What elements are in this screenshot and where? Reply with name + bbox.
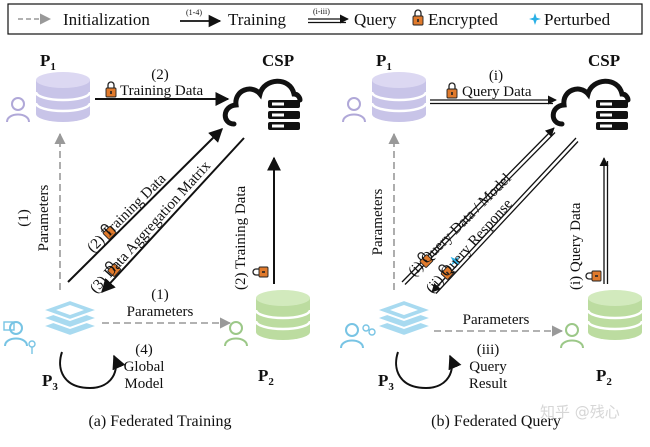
training-step4-line2: Model [124,376,163,392]
legend-training-tag: (1-4) [186,8,202,17]
query-iii-num: (iii) [477,342,500,358]
training-arrow-p3-to-csp [67,128,223,283]
training-caption: (a) Federated Training [88,413,231,430]
query-csp-cloud-server-icon [553,81,628,130]
watermark: 知乎 @残心 [540,403,620,421]
query-p2-user-icon [560,323,584,349]
query-right-group: (i) Query Data [568,202,602,290]
query-right-lock-icon [585,270,602,282]
query-top-num: (i) [489,68,503,84]
training-p1-user-icon [6,97,30,123]
legend-initialization: Initialization [63,10,150,29]
query-left-label: Parameters [370,189,386,256]
training-p2-user-icon [224,321,248,347]
query-top-lock-icon [446,82,458,99]
training-step2-top-label: Training Data [120,83,204,99]
training-step2-right-label: (2) Training Data [233,186,249,291]
training-p1-label: P1 [40,51,56,73]
legend-query: Query [354,10,397,29]
training-step1-left-label: Parameters [36,185,52,252]
query-p2-database-icon [586,288,644,342]
training-p3-stack-icon [41,299,99,337]
training-p2-database-icon [254,288,312,342]
training-arrow-csp-to-p3 [101,137,245,294]
training-step1-left-num: (1) [16,209,32,227]
training-step4-line1: Global [124,359,165,375]
query-csp-label: CSP [588,51,620,70]
query-p3-stack-icon [375,299,433,337]
query-p1-label: P1 [376,51,392,73]
query-arrow-csp-to-p3 [431,137,577,293]
training-step2-top-num: (2) [151,67,169,83]
training-step2-right-lock-icon [252,266,269,278]
query-loop-arrow [395,351,462,390]
training-csp-label: CSP [262,51,294,70]
training-p3-user-icon [3,321,36,354]
legend-perturbed: Perturbed [544,10,611,29]
legend-encrypted: Encrypted [428,10,498,29]
training-p3-label: P3 [42,371,58,393]
panel-federated-training: P1 CSP P2 P3 (2) Training Data (1) Param… [3,51,312,430]
query-p1-database-icon [370,70,428,124]
query-iii-line1: Query [469,359,507,375]
query-right-label: (i) Query Data [568,202,584,290]
training-p2-label: P2 [258,366,274,388]
query-arrow-csp-to-p3-line [435,141,579,294]
query-p1-user-icon [342,97,366,123]
training-loop-arrow [59,351,126,390]
training-step1-bottom-num: (1) [151,287,169,303]
training-step2-top-lock-icon [105,81,117,98]
training-csp-cloud-server-icon [225,81,300,130]
training-step4-num: (4) [135,342,153,358]
query-p2-label: P2 [596,366,612,388]
query-top-label: Query Data [462,84,532,100]
query-p3-label: P3 [378,371,394,393]
legend: Initialization (1-4) Training (i-iii) Qu… [7,3,643,35]
query-bottom-label: Parameters [463,312,530,328]
legend-query-tag: (i-iii) [313,7,330,16]
query-iii-line2: Result [469,376,508,392]
training-step2-right-group: (2) Training Data [233,186,269,291]
panel-federated-query: P1 CSP P2 P3 (i) Query Data Parameters [340,51,644,430]
legend-training: Training [228,10,286,29]
training-step1-bottom-label: Parameters [127,304,194,320]
training-p1-database-icon [34,70,92,124]
query-p3-user-icon [340,323,376,349]
query-caption: (b) Federated Query [431,413,561,430]
